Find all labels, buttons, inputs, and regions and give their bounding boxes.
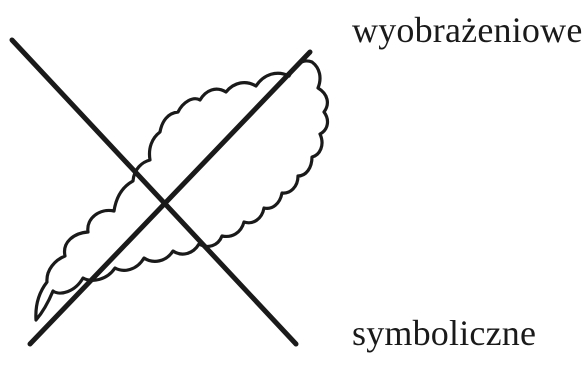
label-symboliczne: symboliczne: [352, 315, 536, 351]
leaf-stem-line: [30, 52, 310, 344]
leaf-outline: [36, 61, 328, 320]
label-wyobrazeniowe: wyobrażeniowe: [352, 12, 583, 48]
